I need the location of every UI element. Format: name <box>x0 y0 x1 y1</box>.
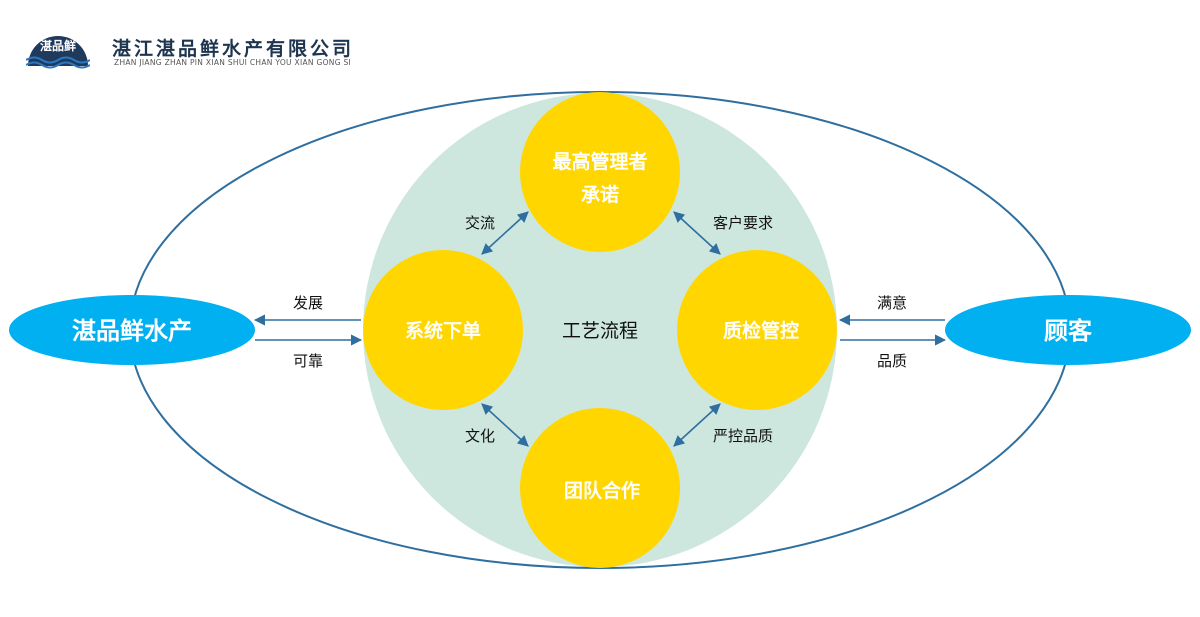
node-top-label-1: 最高管理者 <box>552 150 647 173</box>
center-label: 工艺流程 <box>562 320 638 342</box>
node-left <box>363 250 523 410</box>
node-top-label-2: 承诺 <box>581 184 619 206</box>
node-right <box>677 250 837 410</box>
party-company-label: 湛品鲜水产 <box>72 317 192 345</box>
party-customer <box>945 295 1191 365</box>
edge-label-bottom-right: 严控品质 <box>713 427 773 445</box>
company-name-en: ZHAN JIANG ZHAN PIN XIAN SHUI CHAN YOU X… <box>114 58 352 67</box>
edge-label-top-right: 客户要求 <box>713 214 773 232</box>
edge-label-company-in: 发展 <box>293 294 323 312</box>
arrows <box>253 211 947 447</box>
arrow-top-left <box>481 211 529 255</box>
party-customer-label: 顾客 <box>1044 317 1093 345</box>
edge-label-customer-out: 品质 <box>877 352 907 370</box>
company-name-cn: 湛江湛品鲜水产有限公司 <box>112 38 355 60</box>
arrow-bottom-left <box>481 403 529 447</box>
node-bottom-label: 团队合作 <box>564 479 640 502</box>
node-top <box>520 92 680 252</box>
edge-label-company-out: 可靠 <box>293 352 323 370</box>
company-logo: 湛品鲜 <box>26 36 90 69</box>
edge-label-top-left: 交流 <box>465 214 495 232</box>
node-right-label: 质检管控 <box>723 319 799 342</box>
edge-label-customer-in: 满意 <box>877 294 907 312</box>
node-bottom <box>520 408 680 568</box>
arrow-bottom-right <box>673 403 721 447</box>
svg-text:湛品鲜: 湛品鲜 <box>40 38 76 53</box>
arrow-top-right <box>673 211 721 255</box>
edge-label-bottom-left: 文化 <box>465 427 495 445</box>
party-company <box>9 295 255 365</box>
node-left-label: 系统下单 <box>405 319 481 342</box>
